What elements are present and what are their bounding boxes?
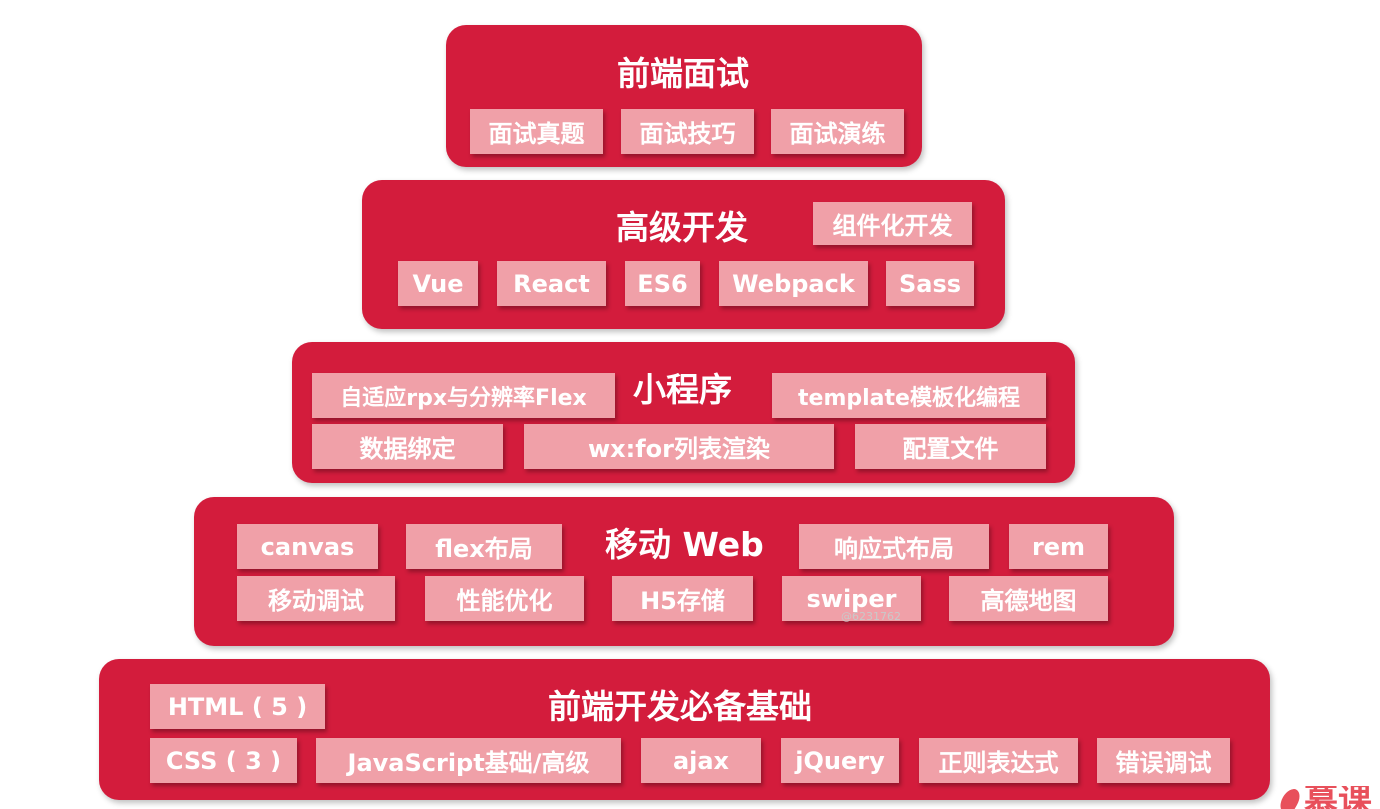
tag-swiper: swiper <box>782 576 921 621</box>
tier-title-interview: 前端面试 <box>617 54 749 93</box>
tag-flex-layout: flex布局 <box>406 524 562 569</box>
watermark: @6231762 <box>841 610 901 623</box>
tag-interview-practice: 面试演练 <box>771 109 904 154</box>
tag-performance: 性能优化 <box>425 576 584 621</box>
tag-h5-storage: H5存储 <box>612 576 753 621</box>
tag-react: React <box>497 261 606 306</box>
tier-title-advanced: 高级开发 <box>616 208 748 247</box>
tag-html5: HTML ( 5 ) <box>150 684 325 729</box>
tag-regex: 正则表达式 <box>919 738 1078 783</box>
tag-mobile-debug: 移动调试 <box>237 576 395 621</box>
flame-icon <box>1278 786 1304 809</box>
tag-webpack: Webpack <box>719 261 868 306</box>
tag-sass: Sass <box>886 261 974 306</box>
tag-rpx-flex: 自适应rpx与分辨率Flex <box>312 373 615 418</box>
tag-javascript: JavaScript基础/高级 <box>316 738 621 783</box>
tag-jquery: jQuery <box>781 738 899 783</box>
tag-interview-skills: 面试技巧 <box>621 109 754 154</box>
tag-css3: CSS ( 3 ) <box>150 738 297 783</box>
tag-rem: rem <box>1009 524 1108 569</box>
tag-componentization: 组件化开发 <box>813 202 972 245</box>
tag-ajax: ajax <box>641 738 761 783</box>
tag-config-file: 配置文件 <box>855 424 1046 469</box>
tag-interview-questions: 面试真题 <box>470 109 603 154</box>
corner-logo: 慕课 <box>1278 786 1380 809</box>
tag-error-debug: 错误调试 <box>1097 738 1230 783</box>
tier-title-fundamentals: 前端开发必备基础 <box>548 687 812 726</box>
tier-title-mobile-web: 移动 Web <box>605 525 764 564</box>
tag-wx-for: wx:for列表渲染 <box>524 424 834 469</box>
tier-mobile-web <box>194 497 1174 646</box>
tag-responsive-layout: 响应式布局 <box>799 524 989 569</box>
tier-title-mini-program: 小程序 <box>633 370 732 409</box>
tag-vue: Vue <box>398 261 478 306</box>
tag-data-binding: 数据绑定 <box>312 424 503 469</box>
tag-template: template模板化编程 <box>772 373 1046 418</box>
corner-logo-text: 慕课 <box>1304 786 1372 809</box>
tag-canvas: canvas <box>237 524 378 569</box>
tag-amap: 高德地图 <box>949 576 1108 621</box>
tag-es6: ES6 <box>625 261 700 306</box>
